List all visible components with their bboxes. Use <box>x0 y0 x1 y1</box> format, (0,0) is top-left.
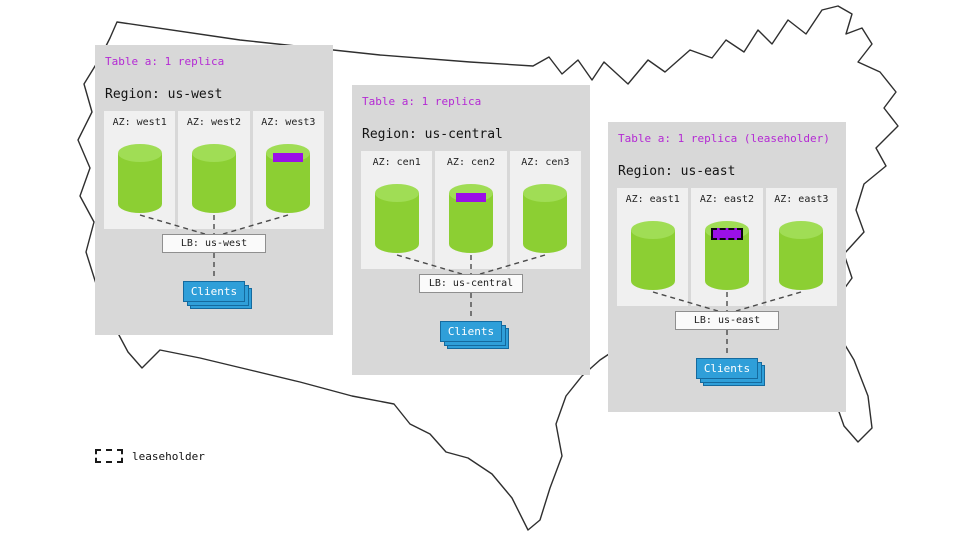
az-row: AZ: east1 AZ: east2 AZ: east3 <box>617 188 837 306</box>
region-label: Region: us-west <box>105 87 223 102</box>
table-replica-header: Table a: 1 replica (leaseholder) <box>618 132 830 145</box>
replica-bar <box>273 153 304 162</box>
az-cell-west3: AZ: west3 <box>252 111 324 229</box>
az-label: AZ: west1 <box>112 117 167 128</box>
clients-box: Clients <box>440 321 509 349</box>
table-replica-header: Table a: 1 replica <box>105 55 225 68</box>
az-label: AZ: east3 <box>774 194 829 205</box>
az-label: AZ: west3 <box>261 117 316 128</box>
database-cylinder-icon <box>117 144 162 213</box>
az-cell-cen3: AZ: cen3 <box>509 151 581 269</box>
legend: leaseholder <box>95 449 205 463</box>
legend-label: leaseholder <box>132 449 205 463</box>
az-label: AZ: cen2 <box>446 157 496 168</box>
az-cell-west1: AZ: west1 <box>104 111 176 229</box>
region-label: Region: us-central <box>362 127 503 142</box>
database-cylinder-icon <box>374 184 419 253</box>
region-panel-us-central: Table a: 1 replica Region: us-central AZ… <box>352 85 590 375</box>
az-cell-cen2: AZ: cen2 <box>435 151 507 269</box>
az-row: AZ: cen1 AZ: cen2 AZ: cen3 <box>361 151 581 269</box>
az-label: AZ: east1 <box>625 194 680 205</box>
load-balancer-box: LB: us-central <box>419 274 523 293</box>
az-cell-east2: AZ: east2 <box>691 188 763 306</box>
region-panel-us-west: Table a: 1 replica Region: us-west AZ: w… <box>95 45 333 335</box>
az-label: AZ: cen3 <box>521 157 570 168</box>
clients-box: Clients <box>183 281 252 309</box>
az-label: AZ: east2 <box>699 194 755 205</box>
database-cylinder-icon <box>523 184 568 253</box>
load-balancer-box: LB: us-east <box>675 311 779 330</box>
az-cell-east1: AZ: east1 <box>617 188 689 306</box>
az-cell-west2: AZ: west2 <box>178 111 250 229</box>
az-cell-east3: AZ: east3 <box>765 188 837 306</box>
replica-bar <box>455 193 486 202</box>
region-panel-us-east: Table a: 1 replica (leaseholder) Region:… <box>608 122 846 412</box>
leaseholder-replica-bar <box>710 228 743 240</box>
az-cell-cen1: AZ: cen1 <box>361 151 433 269</box>
database-cylinder-icon <box>779 221 824 290</box>
az-label: AZ: west2 <box>186 117 242 128</box>
table-replica-header: Table a: 1 replica <box>362 95 482 108</box>
az-row: AZ: west1 AZ: west2 AZ: west3 <box>104 111 324 229</box>
database-cylinder-icon <box>191 144 236 213</box>
region-label: Region: us-east <box>618 164 736 179</box>
az-label: AZ: cen1 <box>372 157 421 168</box>
database-cylinder-icon <box>630 221 675 290</box>
load-balancer-box: LB: us-west <box>162 234 266 253</box>
legend-leaseholder-swatch <box>95 449 123 463</box>
clients-box: Clients <box>696 358 765 386</box>
